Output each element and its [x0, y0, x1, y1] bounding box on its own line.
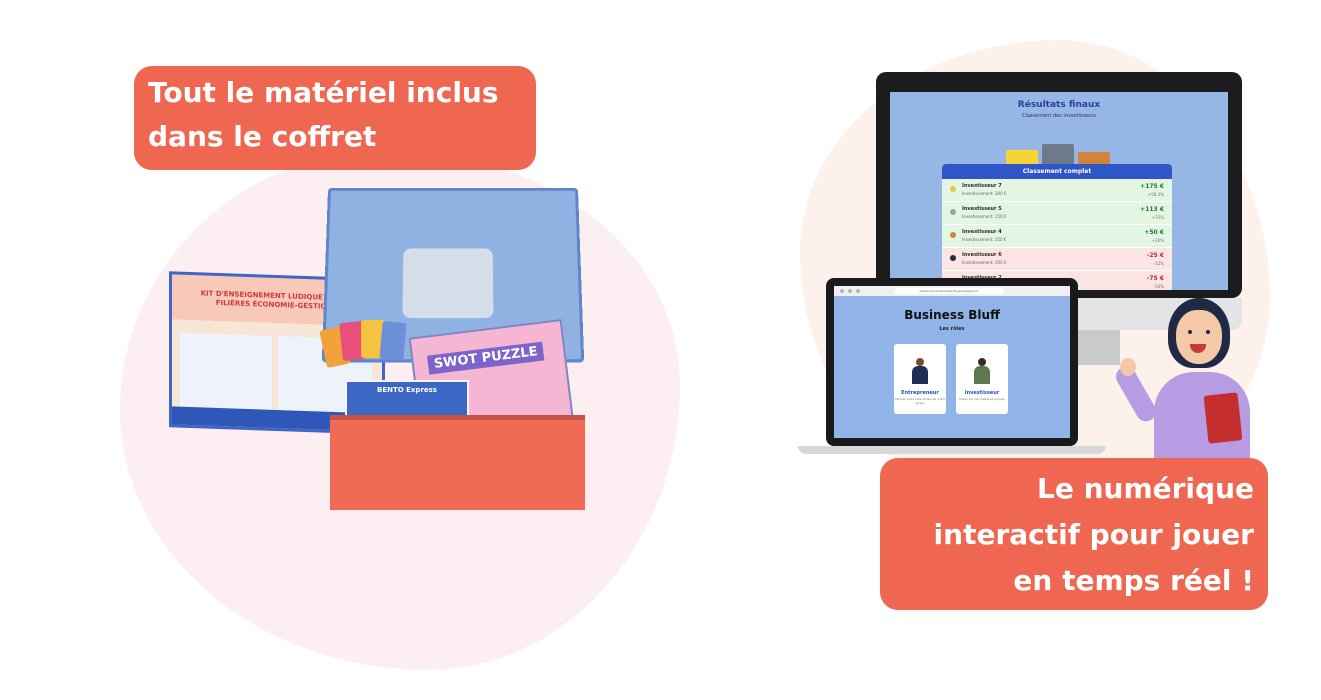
investor-name: Investisseur 4: [962, 229, 1002, 235]
gain-value: +175 €: [1140, 183, 1164, 190]
investor-avatar-icon: [974, 358, 990, 384]
role-description: Pitchez votre idée et lancez votre proje…: [894, 397, 946, 405]
investor-name: Investisseur 6: [962, 252, 1002, 258]
box-body: [330, 415, 585, 510]
medal-icon: [950, 209, 956, 215]
ranking-row: Investisseur 7 Investissement: 300 € +175 …: [942, 179, 1172, 202]
role-name: Entrepreneur: [901, 390, 939, 396]
desktop-monitor: Résultats finaux Classement des investis…: [876, 72, 1242, 298]
medal-icon: [950, 232, 956, 238]
laptop-screen: dashboard-businessbluff.gamesgame.fr Bus…: [834, 286, 1070, 438]
card-blue: [379, 321, 407, 361]
ranking-row: Investisseur 5 Investissement: 150 € +113 …: [942, 202, 1172, 225]
browser-back-icon[interactable]: [840, 289, 844, 293]
investment-amount: Investissement: 250 €: [962, 237, 1007, 242]
investor-name: Investisseur 5: [962, 206, 1002, 212]
browser-bar: dashboard-businessbluff.gamesgame.fr: [834, 286, 1070, 296]
entrepreneur-avatar-icon: [912, 358, 928, 384]
gain-value: -75 €: [1146, 275, 1164, 282]
browser-forward-icon[interactable]: [848, 289, 852, 293]
laptop: dashboard-businessbluff.gamesgame.fr Bus…: [826, 278, 1078, 446]
gain-percent: +58.3%: [1147, 192, 1164, 197]
business-bluff-title: Business Bluff: [904, 308, 1000, 322]
monitor-screen: Résultats finaux Classement des investis…: [890, 92, 1228, 290]
ranking-header: Classement complet: [942, 164, 1172, 179]
investment-amount: Investissement: 300 €: [962, 191, 1007, 196]
browser-url-bar[interactable]: dashboard-businessbluff.gamesgame.fr: [894, 288, 1004, 294]
gain-percent: -12%: [1153, 261, 1164, 266]
role-card-investor[interactable]: Investisseur Misez sur les meilleurs pro…: [956, 344, 1008, 414]
box-lid-window: [402, 248, 494, 319]
results-subtitle: Classement des investisseurs: [1021, 113, 1096, 119]
laptop-base: [798, 446, 1106, 454]
callout-right-line3: en temps réel !: [1013, 564, 1254, 597]
callout-material-included: Tout le matériel inclus dans le coffret: [134, 66, 536, 170]
gain-percent: +20%: [1151, 238, 1164, 243]
callout-left-line1: Tout le matériel inclus: [148, 76, 499, 109]
gain-value: +50 €: [1144, 229, 1164, 236]
investment-amount: Investissement: 200 €: [962, 260, 1007, 265]
medal-icon: [950, 255, 956, 261]
gain-percent: -50%: [1153, 284, 1164, 289]
swot-puzzle-title: SWOT PUZZLE: [426, 341, 545, 375]
teacher-illustration: [1112, 298, 1260, 468]
investor-name: Investisseur 7: [962, 183, 1002, 189]
gain-percent: +75%: [1151, 215, 1164, 220]
monitor-stand: [1070, 330, 1120, 365]
ranking-list: Investisseur 7 Investissement: 300 € +175 …: [942, 179, 1172, 290]
role-description: Misez sur les meilleurs projets: [959, 397, 1005, 401]
role-name: Investisseur: [964, 390, 1000, 396]
callout-left-line2: dans le coffret: [134, 120, 418, 170]
book-icon: [1203, 392, 1243, 444]
bento-express-title: BENTO Express: [377, 386, 437, 394]
brochure-panel-left: [180, 332, 272, 416]
roles-subtitle: Les rôles: [939, 326, 965, 332]
results-title: Résultats finaux: [1017, 100, 1101, 110]
callout-interactive-digital: Le numérique interactif pour jouer en te…: [880, 458, 1268, 610]
medal-icon: [950, 186, 956, 192]
browser-reload-icon[interactable]: [856, 289, 860, 293]
role-card-entrepreneur[interactable]: Entrepreneur Pitchez votre idée et lance…: [894, 344, 946, 414]
gain-value: +113 €: [1140, 206, 1164, 213]
ranking-row: Investisseur 6 Investissement: 200 € -25 €…: [942, 248, 1172, 271]
game-box-illustration: KIT D'ENSEIGNEMENT LUDIQUE POUR FILIÈRES…: [165, 180, 585, 510]
gain-value: -25 €: [1146, 252, 1164, 259]
callout-right-line1: Le numérique: [1037, 472, 1254, 505]
ranking-row: Investisseur 4 Investissement: 250 € +50 €…: [942, 225, 1172, 248]
investment-amount: Investissement: 150 €: [962, 214, 1007, 219]
callout-right-line2: interactif pour jouer: [933, 518, 1254, 551]
